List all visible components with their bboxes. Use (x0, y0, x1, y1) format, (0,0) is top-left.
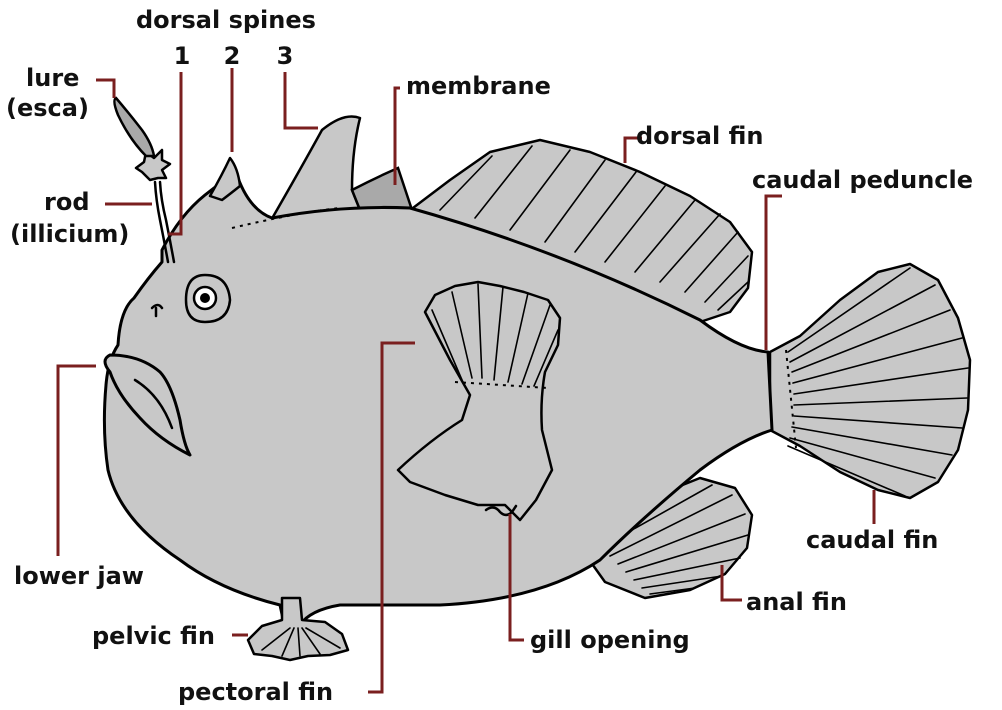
caudal-fin-shape (770, 264, 970, 498)
membrane-shape (352, 168, 412, 211)
lower-jaw-label: lower jaw (14, 562, 144, 590)
lure-label: lure (26, 64, 79, 92)
membrane-label: membrane (406, 72, 551, 100)
anal-fin-label: anal fin (746, 588, 847, 616)
esca-label: (esca) (6, 94, 89, 122)
dorsal-fin-label: dorsal fin (636, 122, 763, 150)
spine-2-number: 2 (221, 42, 243, 70)
gill-opening-label: gill opening (530, 626, 690, 654)
rod-label: rod (44, 188, 90, 216)
dorsal-spine-3-shape (270, 117, 360, 223)
spine-3-number: 3 (274, 42, 296, 70)
pectoral-fin-label: pectoral fin (178, 678, 333, 706)
pelvic-fin-label: pelvic fin (92, 622, 215, 650)
illicium-label: (illicium) (10, 220, 129, 248)
caudal-fin-label: caudal fin (806, 526, 938, 554)
caudal-peduncle-label: caudal peduncle (752, 166, 973, 194)
spine-1-number: 1 (171, 42, 193, 70)
dorsal-spines-label: dorsal spines (136, 6, 316, 34)
